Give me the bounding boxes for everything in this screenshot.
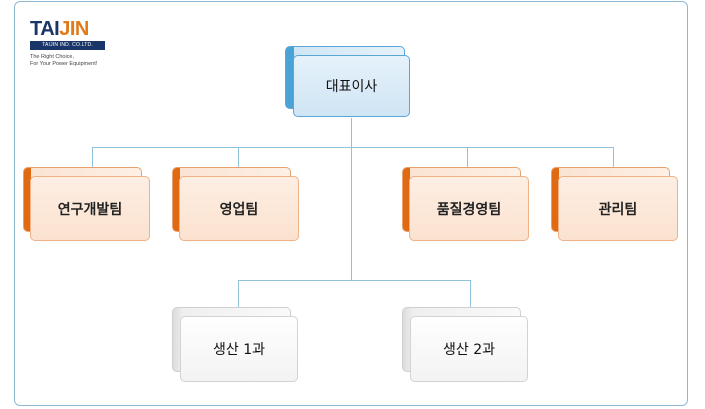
org-node-production-2-label: 생산 2과 xyxy=(410,316,528,382)
connector-production-2 xyxy=(470,280,471,307)
org-node-team-1-label: 연구개발팀 xyxy=(30,176,150,241)
connector-team-1 xyxy=(92,147,93,168)
org-node-team-4-label: 관리팀 xyxy=(558,176,678,241)
connector-team-3 xyxy=(467,147,468,168)
org-node-production-1-label: 생산 1과 xyxy=(180,316,298,382)
connector-team-2 xyxy=(238,147,239,168)
logo-wordmark: TAIJIN xyxy=(30,18,89,40)
connector-production-horizontal xyxy=(238,280,471,281)
org-node-ceo-label: 대표이사 xyxy=(293,55,410,117)
connector-production-1 xyxy=(238,280,239,307)
logo-tagline: The Right Choice, For Your Power Equipme… xyxy=(30,54,98,67)
logo-company-name: TAIJIN IND. CO.LTD. xyxy=(30,41,105,50)
connector-team-4 xyxy=(613,147,614,168)
company-logo: TAIJIN TAIJIN IND. CO.LTD. The Right Cho… xyxy=(30,18,120,73)
org-node-team-3-label: 품질경영팀 xyxy=(409,176,529,241)
org-node-team-2-label: 영업팀 xyxy=(179,176,299,241)
connector-teams-horizontal xyxy=(92,147,614,148)
connector-ceo-down xyxy=(351,118,352,280)
